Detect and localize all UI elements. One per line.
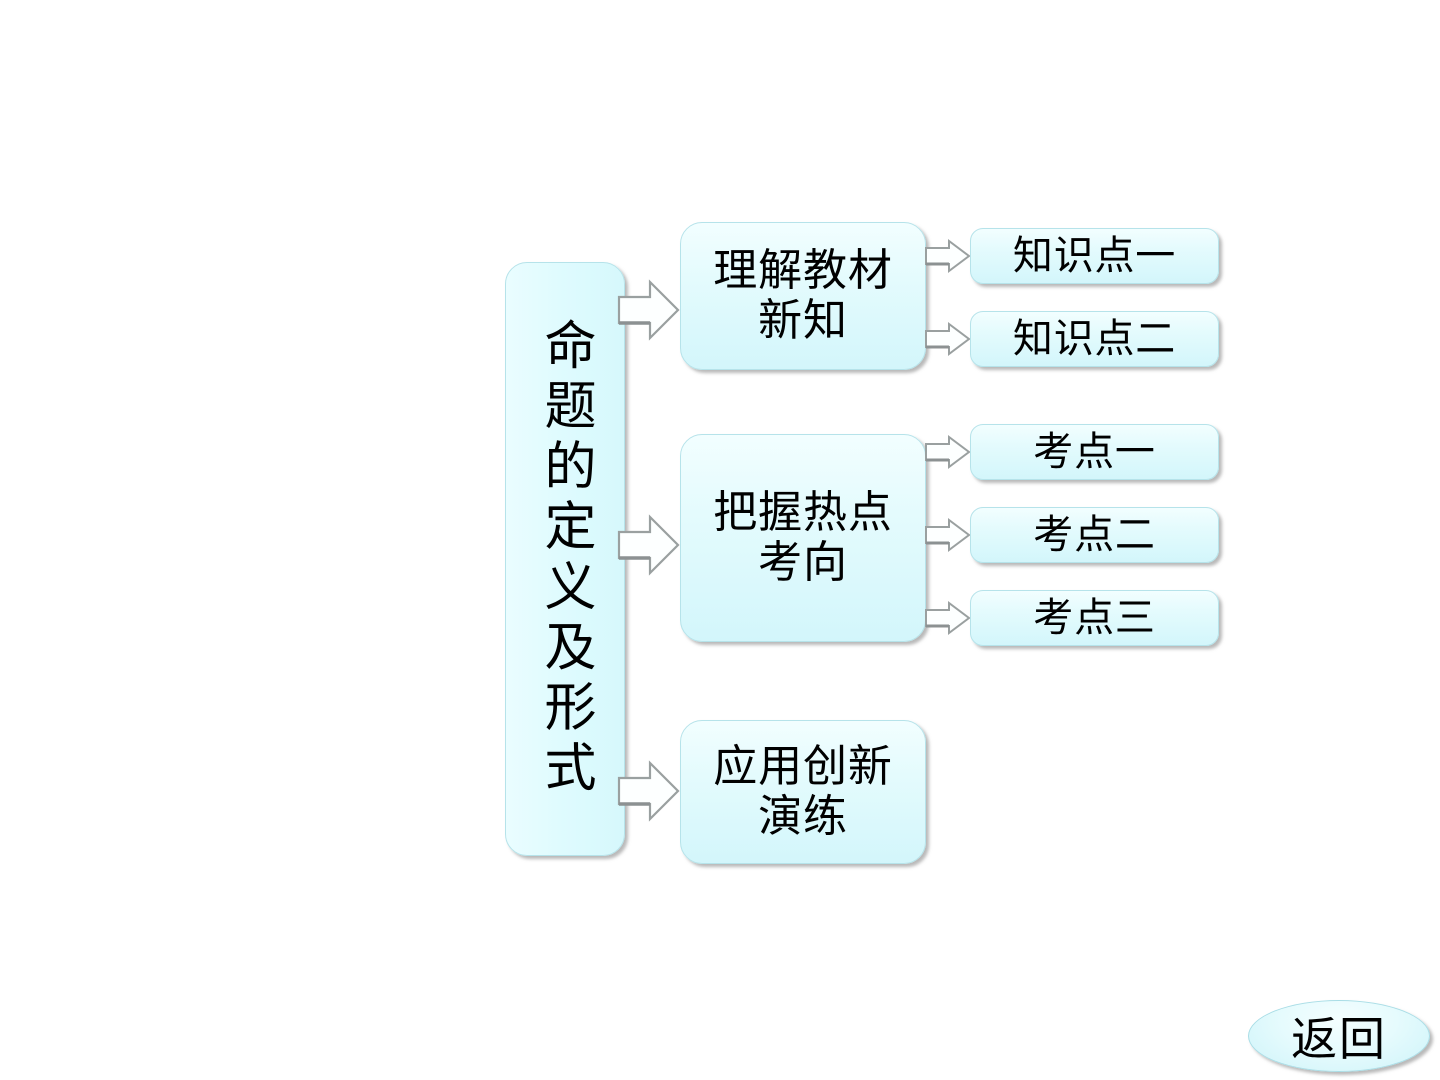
trunk-node-label: 命题的定义及形式 <box>535 317 595 801</box>
trunk-node[interactable]: 命题的定义及形式 <box>505 262 625 856</box>
return-button[interactable]: 返回 <box>1248 1000 1430 1072</box>
branch-node-1-label: 把握热点考向 <box>713 486 893 588</box>
right-block-arrow-icon <box>617 760 680 822</box>
right-block-arrow-icon <box>925 435 971 469</box>
leaf-node-1-label: 知识点二 <box>1012 316 1177 362</box>
branch-node-1[interactable]: 把握热点考向 <box>680 434 926 642</box>
branch-node-0[interactable]: 理解教材新知 <box>680 222 926 370</box>
leaf-node-1[interactable]: 知识点二 <box>970 311 1219 367</box>
leaf-node-2[interactable]: 考点一 <box>970 424 1219 480</box>
branch-node-2[interactable]: 应用创新演练 <box>680 720 926 864</box>
right-block-arrow-icon <box>617 514 680 576</box>
right-block-arrow-icon <box>617 279 680 341</box>
leaf-node-0-label: 知识点一 <box>1012 233 1177 279</box>
return-button-label: 返回 <box>1291 1012 1387 1066</box>
branch-node-2-label: 应用创新演练 <box>713 740 893 842</box>
leaf-node-2-label: 考点一 <box>1033 429 1156 475</box>
leaf-node-4-label: 考点三 <box>1033 595 1156 641</box>
leaf-node-3-label: 考点二 <box>1033 512 1156 558</box>
leaf-node-3[interactable]: 考点二 <box>970 507 1219 563</box>
branch-node-0-label: 理解教材新知 <box>713 244 893 346</box>
right-block-arrow-icon <box>925 601 971 635</box>
right-block-arrow-icon <box>925 518 971 552</box>
leaf-node-0[interactable]: 知识点一 <box>970 228 1219 284</box>
right-block-arrow-icon <box>925 322 971 356</box>
right-block-arrow-icon <box>925 239 971 273</box>
leaf-node-4[interactable]: 考点三 <box>970 590 1219 646</box>
